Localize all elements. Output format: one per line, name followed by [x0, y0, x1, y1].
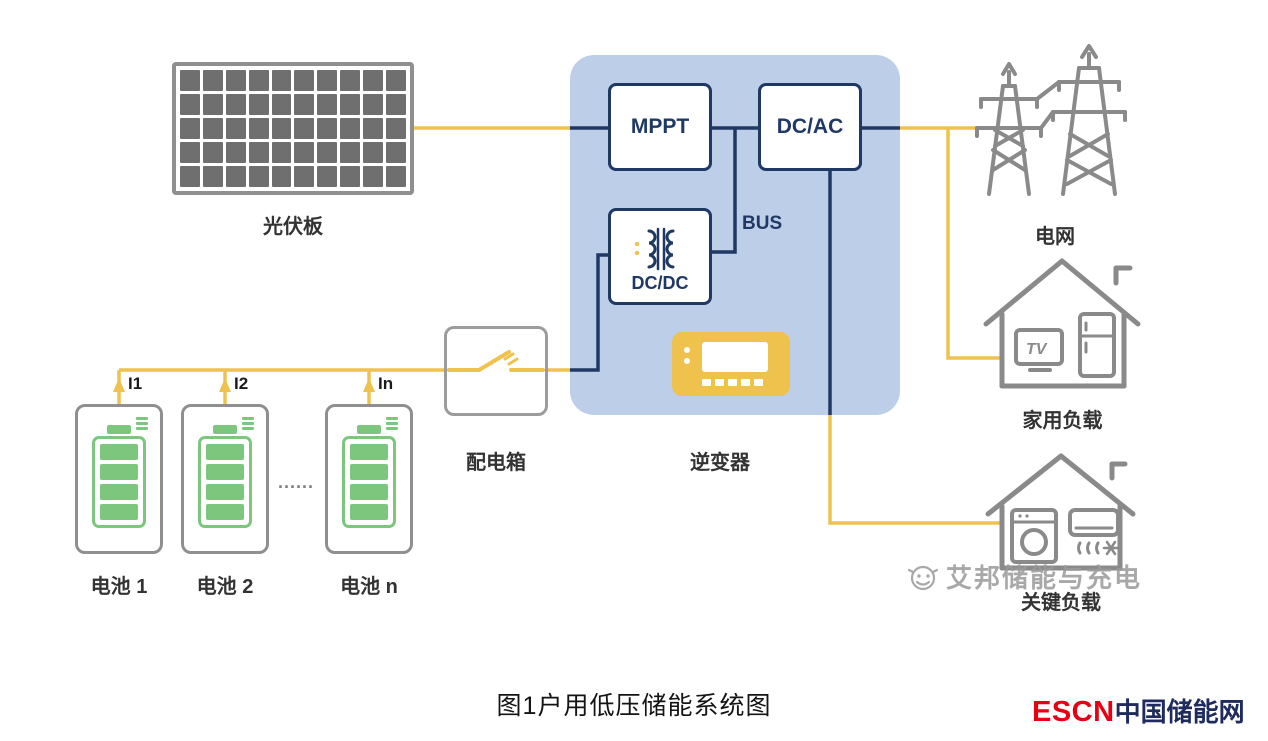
battery-unit-n: [325, 404, 413, 554]
display-buttons: [702, 379, 763, 386]
current-arrow-in: [363, 378, 375, 392]
wire-to-critical-load: [828, 415, 1002, 525]
current-arrow-i2: [219, 378, 231, 392]
wire-bus-to-dcdc: [712, 128, 737, 254]
battery-icon: [342, 436, 396, 528]
battery-terminal: [107, 425, 131, 434]
bus-label: BUS: [742, 213, 783, 234]
battery-1-label: 电池 1: [90, 576, 148, 598]
figure-caption: 图1户用低压储能系统图: [496, 692, 772, 720]
fridge-icon: [1078, 312, 1116, 378]
battery-icon: [92, 436, 146, 528]
wire-dcdc-in: [570, 253, 608, 372]
current-label-in: In: [378, 374, 394, 393]
distribution-box: [444, 326, 548, 416]
battery-2-label: 电池 2: [196, 576, 254, 598]
current-arrow-i1: [113, 378, 125, 392]
home-load-label: 家用负载: [1022, 410, 1103, 432]
inverter-label: 逆变器: [690, 452, 750, 474]
grid-label: 电网: [1035, 226, 1075, 248]
critical-load-icon: [985, 453, 1136, 571]
battery-indicator-icon: [242, 417, 254, 430]
dcdc-label: DC/DC: [631, 272, 689, 293]
battery-n-label: 电池 n: [340, 576, 398, 598]
battery-indicator-icon: [136, 417, 148, 430]
display-screen: [702, 342, 768, 372]
dcac-label: DC/AC: [776, 115, 844, 138]
inverter-display-panel: [672, 332, 790, 396]
tv-icon: [1014, 328, 1064, 372]
battery-indicator-icon: [386, 417, 398, 430]
wire-to-home-load: [946, 128, 1002, 360]
distribution-box-label: 配电箱: [466, 452, 526, 474]
transformer-icon: [634, 227, 675, 270]
indicator-dot: [684, 358, 690, 364]
escn-logo: ESCN 中国储能网: [1032, 692, 1245, 729]
escn-site-name: 中国储能网: [1114, 697, 1245, 727]
mppt-label: MPPT: [630, 115, 690, 138]
solar-panel-icon: [172, 62, 414, 195]
dcac-box: DC/AC: [758, 83, 862, 171]
indicator-dot: [684, 347, 690, 353]
battery-icon: [198, 436, 252, 528]
dcdc-box: DC/DC: [608, 208, 712, 305]
battery-terminal: [357, 425, 381, 434]
battery-unit-2: [181, 404, 269, 554]
battery-unit-1: [75, 404, 163, 554]
current-label-i1: I1: [128, 374, 143, 393]
current-label-i2: I2: [234, 374, 249, 393]
solar-cells: [180, 70, 406, 187]
air-conditioner-icon: [1068, 508, 1120, 555]
escn-logo-text: ESCN: [1032, 696, 1115, 728]
critical-load-label: 关键负载: [1021, 592, 1101, 614]
washing-machine-icon: [1010, 508, 1058, 564]
watermark: 艾邦储能与充电: [906, 558, 1142, 595]
solar-panel-label: 光伏板: [263, 216, 323, 238]
grid-tower-icon: [975, 44, 1127, 196]
mppt-box: MPPT: [608, 83, 712, 171]
switch-icon: [447, 350, 545, 372]
tv-label: TV: [1026, 341, 1048, 358]
home-load-icon: TV: [983, 258, 1141, 389]
battery-terminal: [213, 425, 237, 434]
watermark-logo-icon: [907, 565, 939, 590]
watermark-text: 艾邦储能与充电: [946, 563, 1143, 593]
snowflake-icon: [1102, 540, 1120, 556]
battery-ellipsis: ......: [277, 472, 314, 492]
